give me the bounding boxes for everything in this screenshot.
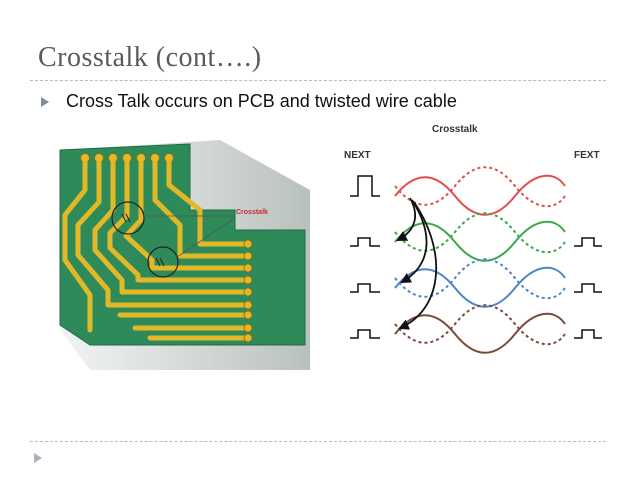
- slide-marker-icon: [34, 453, 42, 463]
- pcb-crosstalk-illustration: Crosstalk: [59, 140, 310, 370]
- footer-divider: [30, 441, 606, 442]
- bullet-item: Cross Talk occurs on PCB and twisted wir…: [40, 91, 457, 112]
- crosstalk-markers: [111, 201, 179, 278]
- wire-figure-title: Crosstalk: [432, 124, 478, 135]
- twisted-pair-brown: [394, 304, 566, 354]
- pulse-symbols: [350, 175, 602, 339]
- triangle-bullet-icon: [41, 96, 49, 107]
- twisted-wire-crosstalk-illustration: Crosstalk NEXT FEXT: [344, 124, 602, 354]
- title-divider: [30, 80, 606, 81]
- fext-label: FEXT: [574, 150, 600, 161]
- right-connector-pads: [243, 239, 253, 343]
- pcb-traces: [62, 155, 248, 341]
- coupling-arrows: [396, 197, 437, 330]
- pcb-crosstalk-label: Crosstalk: [236, 209, 268, 216]
- next-label: NEXT: [344, 150, 371, 161]
- twisted-pair-blue: [394, 258, 566, 308]
- twisted-pair-red: [394, 166, 566, 216]
- twisted-pair-green: [394, 212, 566, 262]
- crosstalk-callout-lines: [143, 215, 236, 258]
- bullet-text: Cross Talk occurs on PCB and twisted wir…: [66, 91, 457, 111]
- coupling-capacitor-symbols: [121, 213, 165, 267]
- slide-title: Crosstalk (cont….): [38, 42, 262, 73]
